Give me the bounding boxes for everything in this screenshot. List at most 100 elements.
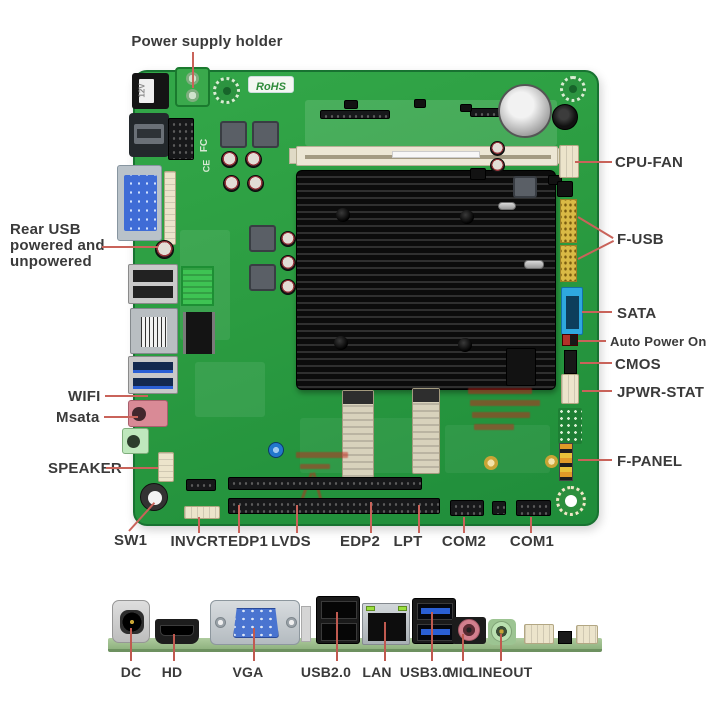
usb3-port	[417, 603, 453, 620]
leader-edp1	[238, 505, 240, 533]
lan-led	[366, 606, 375, 611]
lvds-cable-connector	[164, 171, 176, 245]
green-connector	[181, 266, 214, 306]
usb3-tongue	[421, 629, 450, 635]
heatsink-screw	[334, 336, 348, 350]
mini-pcie-slot-msata	[412, 388, 440, 474]
callout-sw1: SW1	[114, 532, 148, 549]
cmos-jumper	[564, 350, 577, 374]
io-label-lineout: LINEOUT	[469, 664, 533, 680]
leader-auto-power-on	[578, 340, 606, 342]
lan-port-side	[130, 308, 178, 354]
pin-header	[168, 118, 194, 160]
callout-edp1: EDP1	[228, 533, 268, 550]
io-hdmi-port	[155, 619, 199, 644]
io-white-connector	[576, 625, 598, 644]
callout-invcrt: INVCRT	[170, 533, 228, 550]
leader-sata	[582, 311, 612, 313]
io-label-mic: MIC	[446, 664, 474, 680]
callout-jpwr-stat: JPWR-STAT	[617, 384, 705, 401]
smd-chip	[414, 99, 426, 108]
dimm-sticker	[392, 151, 480, 158]
rohs-logo: RoHS	[256, 81, 286, 93]
vga-port-side	[117, 165, 162, 241]
capacitor	[155, 240, 174, 259]
blue-trimmer	[268, 442, 284, 458]
f-usb-header-2	[560, 245, 577, 282]
pin-hole-grid	[558, 408, 582, 444]
capacitor	[221, 151, 238, 168]
heatsink-screw	[460, 210, 474, 224]
lan-led	[398, 606, 407, 611]
callout-speaker: SPEAKER	[48, 460, 122, 477]
red-annotation	[474, 424, 514, 430]
jack-hole	[127, 435, 140, 448]
fcc-logo: FC	[199, 138, 211, 153]
io-mic-jack	[452, 617, 486, 644]
lan-controller-chip	[183, 312, 215, 354]
mount-rotary	[556, 486, 586, 516]
pin-header	[492, 501, 506, 515]
flash-chip	[506, 348, 536, 386]
capacitor	[490, 158, 505, 173]
vga-face	[233, 608, 279, 638]
inductor	[249, 264, 276, 291]
standoff	[545, 455, 558, 468]
buzzer	[552, 104, 578, 130]
tick-vga	[253, 628, 255, 661]
usb3-tongue	[421, 608, 450, 614]
io-label-hd: HD	[161, 664, 183, 680]
inductor	[513, 176, 537, 198]
leader-com2	[463, 517, 465, 533]
io-lan-port	[362, 603, 410, 645]
vga-screw	[215, 617, 226, 628]
cpu-fan-connector	[559, 145, 579, 178]
callout-lvds: LVDS	[271, 533, 311, 550]
leader-power-supply	[192, 52, 194, 88]
callout-f-usb: F-USB	[617, 231, 664, 248]
leader-rear-usb	[102, 246, 158, 248]
leader-invcrt	[198, 517, 200, 533]
red-annotation	[296, 452, 348, 458]
tick-mic	[462, 634, 464, 661]
leader-cpu-fan	[575, 161, 612, 163]
smd-chip	[470, 168, 486, 180]
tick-lan	[384, 622, 386, 661]
red-annotation	[470, 400, 540, 406]
module-header	[320, 110, 390, 119]
usb-port	[321, 601, 357, 619]
terminal-screw	[186, 89, 199, 102]
callout-cmos: CMOS	[615, 356, 661, 373]
cmos-battery	[498, 84, 552, 138]
ce-logo: CE	[201, 159, 212, 173]
auto-power-jumper	[562, 334, 578, 346]
callout-lpt: LPT	[393, 533, 423, 550]
callout-cpu-fan: CPU-FAN	[615, 154, 684, 171]
silkscreen-zone	[445, 425, 550, 473]
io-bracket	[301, 606, 311, 642]
io-usb3-stack	[412, 598, 456, 644]
sata-slot	[566, 296, 579, 329]
f-usb-header-1	[560, 199, 577, 243]
lvds-edp2-lpt-header	[228, 498, 440, 514]
dimm-latch	[289, 148, 297, 164]
io-label-dc: DC	[120, 664, 142, 680]
leader-f-panel	[578, 459, 612, 461]
smd-chip	[344, 100, 358, 109]
mount-rotary	[560, 76, 586, 102]
callout-rear-usb: Rear USB powered and unpowered	[10, 221, 105, 271]
smd-chip	[548, 175, 562, 185]
smd-chip	[557, 181, 573, 197]
pin-header	[186, 479, 216, 491]
io-lineout-jack	[488, 619, 516, 645]
sw1-knob	[148, 491, 162, 505]
invcrt-connector	[184, 506, 220, 519]
callout-com1: COM1	[509, 533, 555, 550]
tick-usb3	[431, 612, 433, 661]
hdmi-slot-inner	[137, 129, 161, 138]
io-usb2-stack	[316, 596, 360, 644]
usb-slot	[133, 270, 173, 282]
leader-lvds	[296, 505, 298, 533]
usb-port	[321, 623, 357, 641]
callout-msata: Msata	[56, 409, 100, 426]
